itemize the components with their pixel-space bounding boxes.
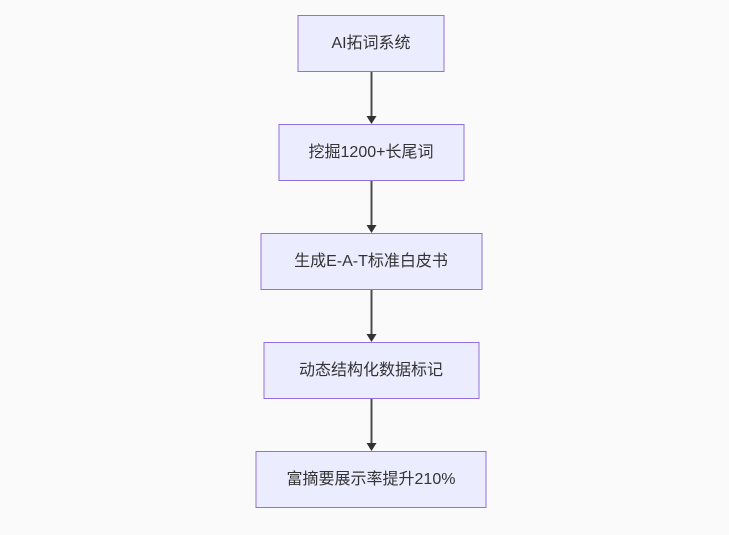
flow-node-eat-whitepaper: 生成E-A-T标准白皮书 bbox=[260, 233, 482, 290]
flow-node-label: AI拓词系统 bbox=[331, 34, 411, 52]
flow-node-label: 动态结构化数据标记 bbox=[298, 361, 443, 379]
flow-node-ai-word-expansion-system: AI拓词系统 bbox=[297, 15, 445, 72]
arrow-down-icon bbox=[366, 443, 376, 451]
flow-node-label: 生成E-A-T标准白皮书 bbox=[294, 252, 448, 270]
arrow-down-icon bbox=[366, 225, 376, 233]
flow-node-label: 挖掘1200+长尾词 bbox=[308, 143, 434, 161]
flow-node-longtail-keyword-mining: 挖掘1200+长尾词 bbox=[278, 124, 464, 181]
flow-node-label: 富摘要展示率提升210% bbox=[286, 470, 456, 488]
flowchart-canvas: AI拓词系统 挖掘1200+长尾词 生成E-A-T标准白皮书 动态结构化数据标记… bbox=[255, 15, 487, 508]
flow-arrow-3 bbox=[366, 290, 376, 342]
arrow-line bbox=[370, 399, 372, 443]
flow-arrow-1 bbox=[366, 72, 376, 124]
arrow-down-icon bbox=[366, 334, 376, 342]
arrow-line bbox=[370, 181, 372, 225]
flow-node-dynamic-structured-data-markup: 动态结构化数据标记 bbox=[263, 342, 479, 399]
arrow-down-icon bbox=[366, 116, 376, 124]
flow-node-rich-snippet-rate-result: 富摘要展示率提升210% bbox=[255, 451, 487, 508]
arrow-line bbox=[370, 72, 372, 116]
flow-arrow-2 bbox=[366, 181, 376, 233]
arrow-line bbox=[370, 290, 372, 334]
flow-arrow-4 bbox=[366, 399, 376, 451]
